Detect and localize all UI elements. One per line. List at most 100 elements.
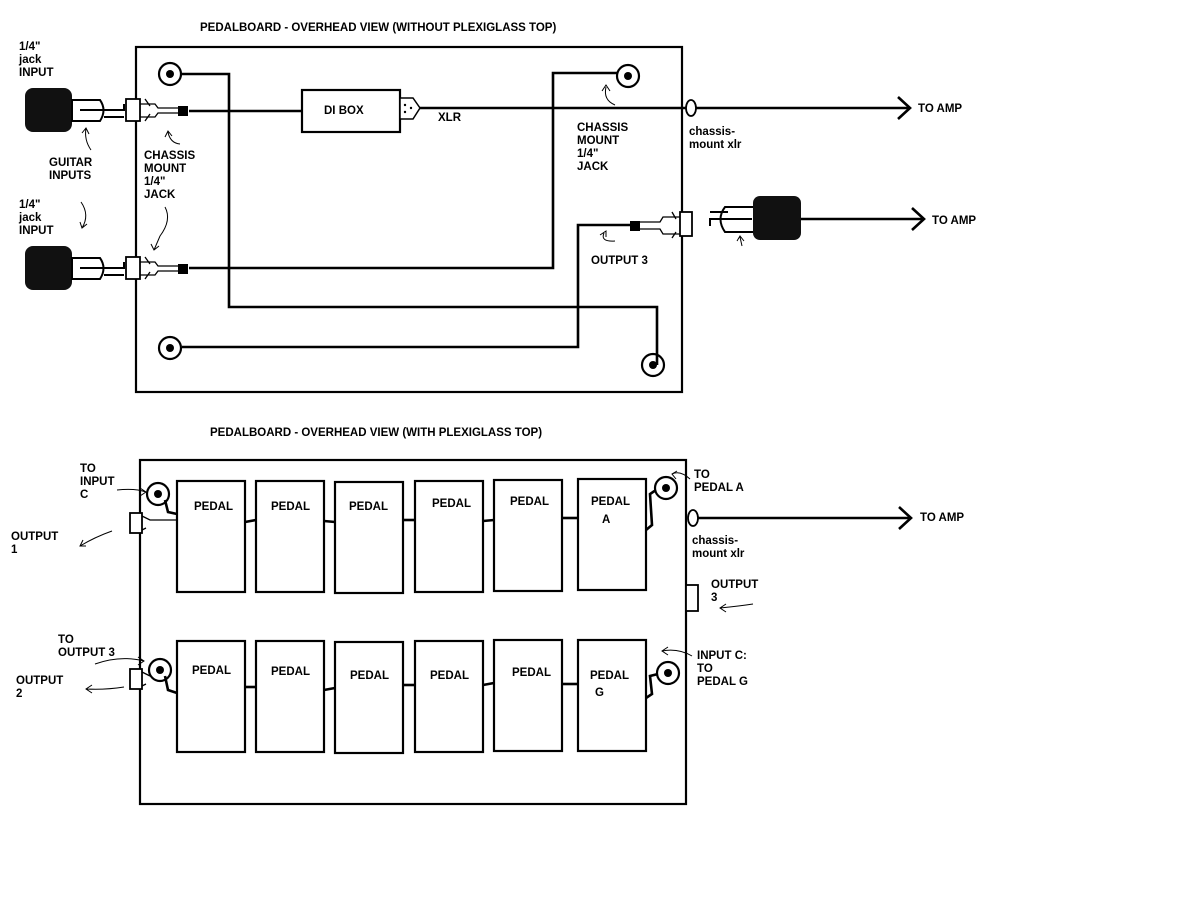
- arrow-to-amp-2: [911, 207, 926, 231]
- svg-text:TO: TO: [694, 469, 710, 481]
- output-3-bottom-label: OUTPUT 3: [711, 579, 758, 604]
- to-input-c-label: TO INPUT C: [80, 463, 115, 501]
- arrow-to-amp-1: [897, 96, 912, 120]
- svg-text:jack: jack: [18, 212, 42, 224]
- to-amp-label-2: TO AMP: [932, 215, 976, 227]
- wire-hole-tl-to-hole-br: [182, 72, 659, 365]
- output-3-label-top: OUTPUT 3: [591, 255, 648, 267]
- svg-text:PEDAL: PEDAL: [512, 667, 551, 679]
- chassis-jack-output-3: [630, 211, 693, 239]
- svg-text:3: 3: [711, 592, 717, 604]
- input-label-2: 1/4" jack INPUT: [18, 199, 54, 237]
- svg-text:OUTPUT: OUTPUT: [11, 531, 58, 543]
- chassis-xlr-icon: [685, 99, 697, 117]
- pedal-top-1: PEDAL: [175, 479, 247, 594]
- svg-text:PEDAL: PEDAL: [432, 498, 471, 510]
- svg-text:TO: TO: [58, 634, 74, 646]
- svg-text:PEDAL: PEDAL: [271, 666, 310, 678]
- pedal-bottom-4: PEDAL: [413, 639, 485, 754]
- svg-text:jack: jack: [18, 54, 42, 66]
- guitar-inputs-label: GUITAR INPUTS: [49, 157, 93, 182]
- pedal-top-2: PEDAL: [254, 479, 326, 594]
- svg-text:MOUNT: MOUNT: [577, 135, 619, 147]
- svg-text:1/4": 1/4": [19, 199, 40, 211]
- chassis-xlr-bottom-label-2: mount xlr: [692, 548, 745, 560]
- mount-hole-bottom-right: [640, 352, 666, 378]
- chassis-jack-right-label: CHASSIS MOUNT 1/4" JACK: [577, 122, 628, 173]
- pedal-bottom-1: PEDAL: [175, 639, 247, 754]
- pedal-bottom-5: PEDAL: [492, 638, 564, 753]
- svg-text:PEDAL G: PEDAL G: [697, 676, 748, 688]
- svg-text:OUTPUT: OUTPUT: [16, 675, 63, 687]
- pedal-top-4: PEDAL: [413, 479, 485, 594]
- jack-to-input-c: [145, 481, 171, 507]
- svg-text:INPUT C:: INPUT C:: [697, 650, 747, 662]
- guitar-plug-icon-1: [25, 88, 125, 132]
- svg-text:PEDAL: PEDAL: [350, 670, 389, 682]
- svg-text:PEDAL: PEDAL: [510, 496, 549, 508]
- pointer-arrows-top: [79, 84, 745, 251]
- bottom-view-title: PEDALBOARD - OVERHEAD VIEW (WITH PLEXIGL…: [210, 427, 542, 439]
- svg-text:G: G: [595, 687, 604, 699]
- svg-text:PEDAL: PEDAL: [194, 501, 233, 513]
- svg-text:INPUTS: INPUTS: [49, 170, 92, 182]
- svg-text:1: 1: [11, 544, 18, 556]
- svg-text:2: 2: [16, 688, 22, 700]
- pedal-top-5: PEDAL: [492, 478, 564, 593]
- pedal-bottom-3: PEDAL: [333, 640, 405, 755]
- chassis-xlr-label-2: mount xlr: [689, 139, 742, 151]
- jack-input-c: [655, 660, 681, 686]
- to-pedal-a-label: TO PEDAL A: [694, 469, 744, 494]
- jack-to-pedal-a: [653, 475, 679, 501]
- input-c-label: INPUT C: TO PEDAL G: [697, 650, 748, 688]
- svg-text:INPUT: INPUT: [80, 476, 115, 488]
- svg-text:TO: TO: [697, 663, 713, 675]
- to-amp-label-3: TO AMP: [920, 512, 964, 524]
- guitar-plug-icon-2: [25, 246, 125, 290]
- pedal-top-6: PEDAL A: [576, 477, 648, 592]
- svg-text:MOUNT: MOUNT: [144, 163, 186, 175]
- svg-text:INPUT: INPUT: [19, 67, 54, 79]
- svg-text:1/4": 1/4": [19, 41, 40, 53]
- svg-text:OUTPUT 3: OUTPUT 3: [58, 647, 115, 659]
- mount-hole-top-right: [615, 63, 641, 89]
- output-3-jack-bottom: [685, 584, 699, 612]
- wire-hole-tr-to-input-2: [189, 71, 617, 270]
- output-2-label: OUTPUT 2: [16, 675, 63, 700]
- svg-text:A: A: [602, 514, 610, 526]
- svg-text:JACK: JACK: [144, 189, 176, 201]
- mount-hole-top-left: [157, 61, 183, 87]
- svg-text:PEDAL: PEDAL: [192, 665, 231, 677]
- output-2-jack: [129, 668, 151, 690]
- svg-text:GUITAR: GUITAR: [49, 157, 93, 169]
- amp-plug-icon: [709, 196, 801, 240]
- svg-text:INPUT: INPUT: [19, 225, 54, 237]
- svg-text:PEDAL: PEDAL: [271, 501, 310, 513]
- svg-text:PEDAL A: PEDAL A: [694, 482, 744, 494]
- svg-text:PEDAL: PEDAL: [349, 501, 388, 513]
- input-label-1: 1/4" jack INPUT: [18, 41, 54, 79]
- svg-text:CHASSIS: CHASSIS: [144, 150, 195, 162]
- svg-text:1/4": 1/4": [144, 176, 165, 188]
- chassis-xlr-bottom-label-1: chassis-: [692, 535, 738, 547]
- pointer-arrows-bottom: [79, 470, 754, 694]
- svg-text:C: C: [80, 489, 88, 501]
- pedal-row-top: PEDAL PEDAL PEDAL PEDAL PEDAL PEDAL A: [175, 477, 648, 595]
- svg-text:CHASSIS: CHASSIS: [577, 122, 628, 134]
- chassis-jack-left-label: CHASSIS MOUNT 1/4" JACK: [144, 150, 195, 201]
- output-1-jack: [129, 512, 177, 534]
- svg-text:PEDAL: PEDAL: [430, 670, 469, 682]
- pedal-top-3: PEDAL: [333, 480, 405, 595]
- svg-text:1/4": 1/4": [577, 148, 598, 160]
- svg-text:PEDAL: PEDAL: [591, 496, 630, 508]
- pedal-bottom-2: PEDAL: [254, 639, 326, 754]
- arrow-to-amp-3: [898, 506, 913, 530]
- to-amp-label-1: TO AMP: [918, 103, 962, 115]
- top-view-title: PEDALBOARD - OVERHEAD VIEW (WITHOUT PLEX…: [200, 22, 556, 34]
- svg-text:TO: TO: [80, 463, 96, 475]
- di-box-label: DI BOX: [324, 105, 364, 117]
- chassis-jack-input-2: [125, 256, 188, 280]
